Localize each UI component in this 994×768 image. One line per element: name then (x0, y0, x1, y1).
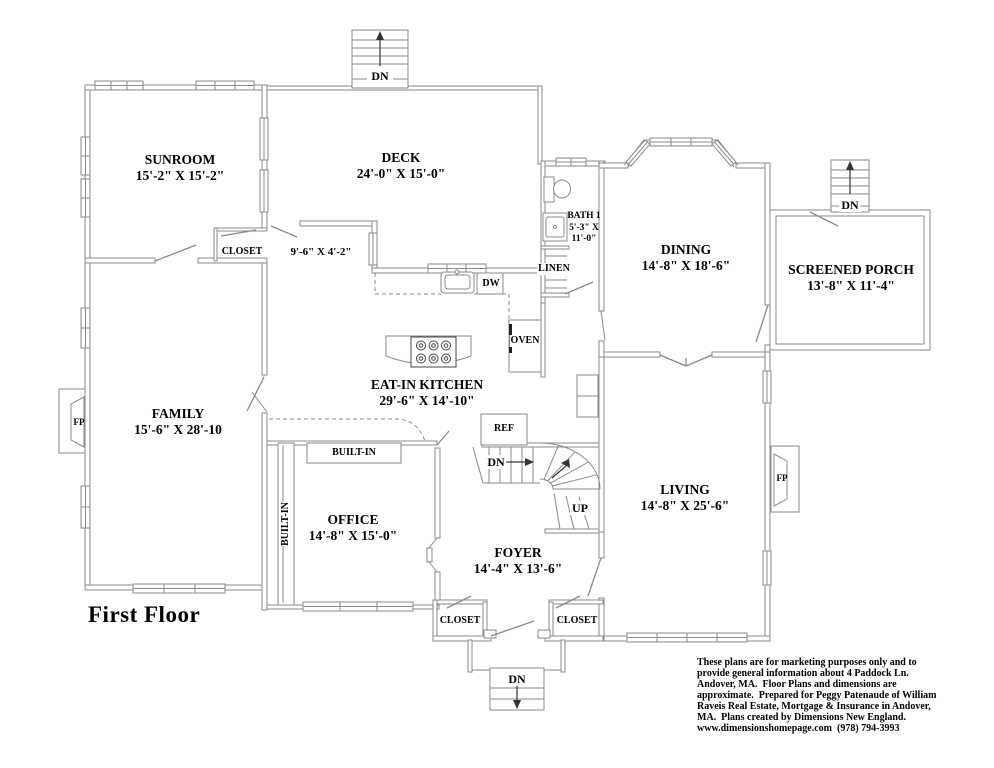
linen-label: LINEN (537, 263, 571, 275)
disclaimer-line: Andover, MA. Floor Plans and dimensions … (697, 679, 897, 690)
disclaimer-line: approximate. Prepared for Peggy Patenaud… (697, 690, 937, 701)
room-label-sunroom: SUNROOM 15'-2" X 15'-2" (136, 152, 224, 184)
room-label-kitchen: EAT-IN KITCHEN 29'-6" X 14'-10" (371, 377, 483, 409)
dishwasher-label: DW (482, 278, 500, 289)
room-label-living: LIVING 14'-8" X 25'-6" (641, 482, 729, 514)
doors (154, 211, 839, 637)
stair-arrows (376, 31, 854, 709)
cooktop-icon (410, 336, 457, 368)
oven-label: OVEN (509, 335, 541, 347)
disclaimer-line: Raveis Real Estate, Mortgage & Insurance… (697, 701, 931, 712)
room-name: DINING (660, 242, 712, 257)
built-in-label-side: BUILT-IN (280, 502, 292, 546)
room-name: FAMILY (151, 406, 205, 421)
dishwasher-box (476, 272, 504, 295)
down-label-deck-stairs: DN (369, 69, 391, 84)
room-dims: 11'-0" (571, 234, 597, 244)
fireplace-label-living: FP (776, 473, 788, 483)
room-label-deck: DECK 24'-0" X 15'-0" (357, 150, 445, 182)
room-label-screened-porch: SCREENED PORCH 13'-8" X 11'-4" (788, 262, 914, 294)
room-label-foyer: FOYER 14'-4" X 13'-6" (474, 545, 562, 577)
room-dims: 14'-8" X 25'-6" (640, 498, 730, 513)
built-in-label-top: BUILT-IN (332, 447, 376, 458)
room-name: SCREENED PORCH (788, 262, 914, 277)
fireplace-label-family: FP (73, 417, 85, 427)
down-label-porch-stairs: DN (839, 198, 861, 213)
fireplace-living-icon (770, 445, 800, 513)
page-title: First Floor (88, 602, 201, 627)
refrigerator-label: REF (494, 423, 514, 434)
room-name: LIVING (660, 482, 710, 497)
room-name: SUNROOM (144, 152, 216, 167)
room-dims: 14'-4" X 13'-6" (473, 561, 563, 576)
room-dims: 24'-0" X 15'-0" (356, 166, 446, 181)
down-label-main-stairs: DN (485, 455, 507, 470)
room-dims: 29'-6" X 14'-10" (379, 393, 475, 408)
room-dims: 13'-8" X 11'-4" (807, 278, 895, 293)
room-name: DECK (381, 150, 421, 165)
up-label-main-stairs: UP (570, 501, 590, 516)
closet-label-front-right: CLOSET (556, 615, 598, 626)
room-dims: 15'-6" X 28'-10 (134, 422, 222, 437)
room-name: FOYER (494, 545, 542, 560)
disclaimer-text: These plans are for marketing purposes o… (697, 657, 936, 734)
closet-label-sunroom: CLOSET (221, 246, 263, 257)
room-dims: 14'-8" X 18'-6" (641, 258, 731, 273)
room-label-family: FAMILY 15'-6" X 28'-10 (134, 406, 222, 438)
fireplace-family-icon (58, 388, 86, 454)
room-name: EAT-IN KITCHEN (370, 377, 484, 392)
room-dims: 15'-2" X 15'-2" (135, 168, 225, 183)
hallway-dims-label: 9'-6" X 4'-2" (290, 246, 352, 258)
room-dims: 14'-8" X 15'-0" (308, 528, 398, 543)
room-dims: 5'-3" X (569, 222, 599, 233)
windows (80, 80, 772, 643)
disclaimer-line: These plans are for marketing purposes o… (697, 657, 917, 668)
room-label-bath1: BATH 1 5'-3" X 11'-0" (567, 211, 600, 246)
disclaimer-line: provide general information about 4 Padd… (697, 668, 909, 679)
screened-porch-walls (769, 209, 931, 351)
closet-label-front-left: CLOSET (439, 615, 481, 626)
bath-vanity-icon (542, 212, 568, 242)
room-label-dining: DINING 14'-8" X 18'-6" (642, 242, 730, 274)
room-name: BATH 1 (567, 211, 601, 221)
toilet-icon (543, 176, 571, 203)
refrigerator-box (480, 413, 528, 446)
room-name: OFFICE (327, 512, 379, 527)
room-label-office: OFFICE 14'-8" X 15'-0" (309, 512, 397, 544)
disclaimer-line: MA. Plans created by Dimensions New Engl… (697, 712, 906, 723)
down-label-entry-stairs: DN (506, 672, 528, 687)
disclaimer-line: www.dimensionshomepage.com (978) 794-399… (697, 723, 900, 734)
sink-icon (440, 269, 475, 294)
